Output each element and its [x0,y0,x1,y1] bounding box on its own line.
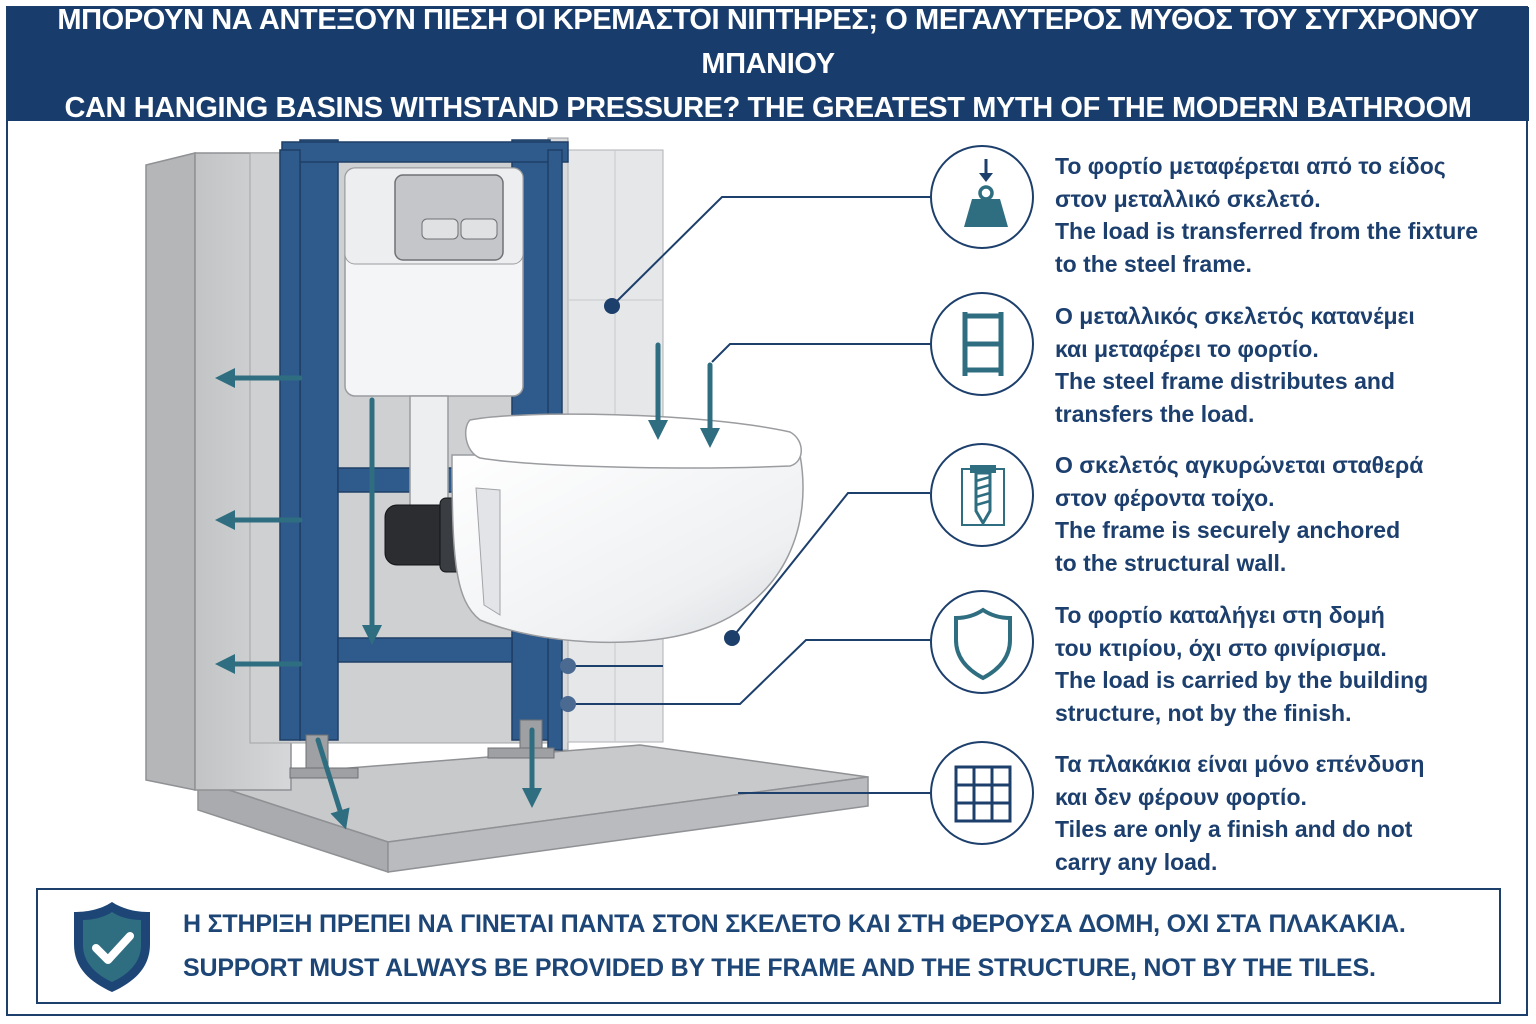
point-load-transfer: Το φορτίο μεταφέρεται από το είδος στον … [930,145,1520,300]
footer-english: SUPPORT MUST ALWAYS BE PROVIDED BY THE F… [183,954,1376,982]
header-banner: ΜΠΟΡΟΥΝ ΝΑ ΑΝΤΕΞΟΥΝ ΠΙΕΣΗ ΟΙ ΚΡΕΜΑΣΤΟΙ Ν… [7,4,1529,124]
point-load-to-structure: Το φορτίο καταλήγει στη δομή του κτιρίου… [930,590,1520,749]
title-greek: ΜΠΟΡΟΥΝ ΝΑ ΑΝΤΕΞΟΥΝ ΠΙΕΣΗ ΟΙ ΚΡΕΜΑΣΤΟΙ Ν… [57,4,1479,80]
wall-hung-toilet-illustration [145,137,930,874]
footer-text: Η ΣΤΗΡΙΞΗ ΠΡΕΠΕΙ ΝΑ ΓΙΝΕΤΑΙ ΠΑΝΤΑ ΣΤΟΝ Σ… [183,902,1406,990]
footer-callout: Η ΣΤΗΡΙΞΗ ΠΡΕΠΕΙ ΝΑ ΓΙΝΕΤΑΙ ΠΑΝΤΑ ΣΤΟΝ Σ… [36,888,1501,1004]
point-tiles-finish: Τα πλακάκια είναι μόνο επένδυση και δεν … [930,741,1520,898]
title-english: CAN HANGING BASINS WITHSTAND PRESSURE? T… [64,92,1472,124]
weight-down-icon [930,145,1034,249]
point-text: Ο σκελετός αγκυρώνεται σταθερά στον φέρο… [1055,452,1424,576]
ladder-frame-icon [930,292,1034,396]
flush-pipe [409,395,449,507]
callout-dots [560,298,740,712]
callout-leader-lines [568,196,930,794]
point-text: Το φορτίο μεταφέρεται από το είδος στον … [1055,153,1479,277]
point-text: Το φορτίο καταλήγει στη δομή του κτιρίου… [1055,602,1429,726]
concealed-cistern [344,167,524,397]
shield-check-icon [70,898,154,999]
point-frame-anchored: Ο σκελετός αγκυρώνεται σταθερά στον φέρο… [930,443,1520,599]
footer-greek: Η ΣΤΗΡΙΞΗ ΠΡΕΠΕΙ ΝΑ ΓΙΝΕΤΑΙ ΠΑΝΤΑ ΣΤΟΝ Σ… [183,910,1406,938]
shield-icon [930,590,1034,694]
point-frame-distributes: Ο μεταλλικός σκελετός κατανέμει και μετα… [930,292,1520,450]
wall-anchor-screw-icon [930,443,1034,547]
toilet-bowl [451,413,804,644]
load-arrows [215,342,720,830]
point-text: Ο μεταλλικός σκελετός κατανέμει και μετα… [1055,303,1415,427]
point-text: Τα πλακάκια είναι μόνο επένδυση και δεν … [1055,751,1425,875]
frame-feet [289,719,555,779]
tile-grid-icon [930,741,1034,845]
